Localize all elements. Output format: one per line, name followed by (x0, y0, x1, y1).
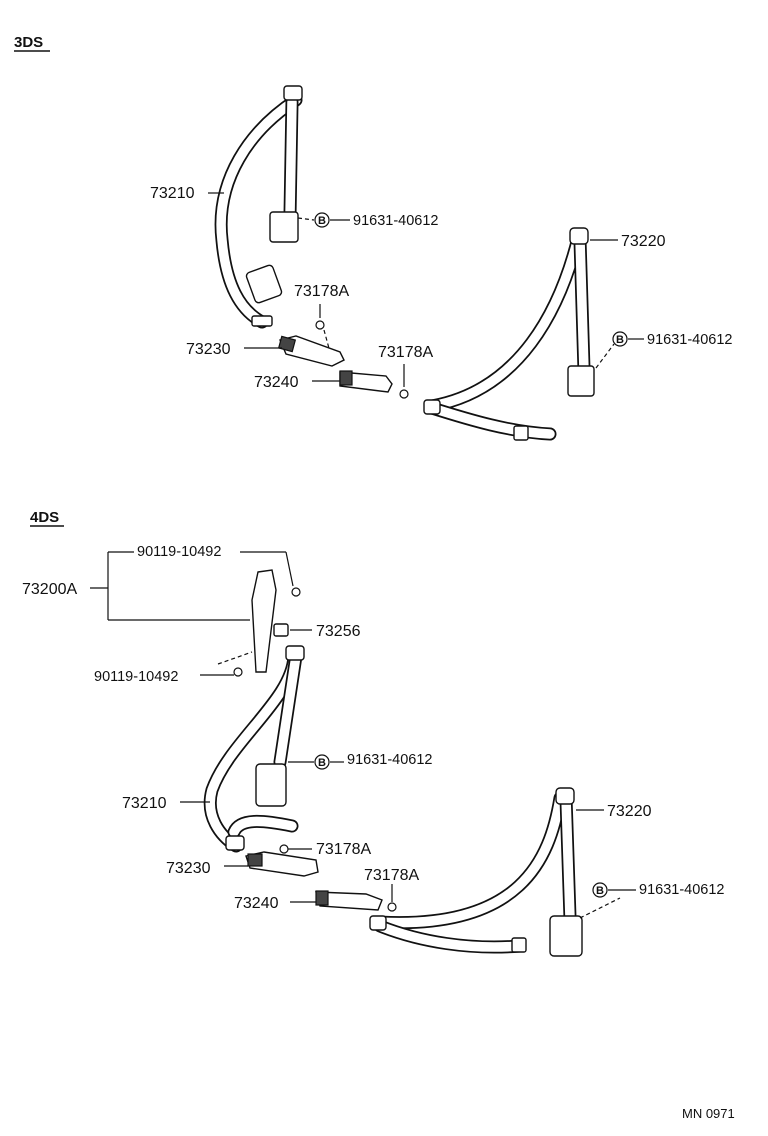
spacer-a-4ds (279, 844, 289, 854)
section-4ds: 4DS 90119-10492 73200A 73256 90119-10492 (22, 509, 724, 957)
cover-73256 (273, 623, 289, 637)
bolt-marker-b (314, 754, 330, 770)
label-buckle-a-4ds: 73230 (166, 860, 211, 877)
label-spacer-a-3ds: 73178A (294, 283, 349, 300)
label-shoulder-belt-4ds: 73210 (122, 795, 167, 812)
spacer-b-4ds (387, 902, 397, 912)
label-shoulder-belt-3ds: 73210 (150, 185, 195, 202)
anchor-right (511, 937, 527, 953)
guide (245, 264, 283, 304)
footer-code: MN 0971 (682, 1106, 735, 1121)
screw-top (291, 587, 301, 597)
retractor (269, 211, 299, 243)
label-buckle-b-3ds: 73240 (254, 374, 299, 391)
screw-bottom (233, 667, 243, 677)
front-shoulder-belt-3ds (214, 85, 303, 329)
anchor-right (513, 425, 529, 441)
label-rear-bolt-4ds: 91631-40612 (639, 882, 724, 898)
label-rear-belt-4ds: 73220 (607, 803, 652, 820)
label-screw-top-4ds: 90119-10492 (137, 544, 221, 560)
rear-bolt-marker-b (612, 331, 628, 347)
anchor-top (569, 227, 589, 245)
section-3ds: 3DS B 91631-40612 73210 73178A 73178A (14, 34, 732, 441)
front-shoulder-belt-4ds (203, 645, 305, 853)
anchor-left (423, 399, 441, 415)
anchor-bottom (251, 315, 273, 327)
label-buckle-a-3ds: 73230 (186, 341, 231, 358)
bolt-marker-letter: B (318, 215, 326, 227)
label-buckle-b-4ds: 73240 (234, 895, 279, 912)
anchor-top (555, 787, 575, 805)
rear-belt-3ds (423, 227, 595, 441)
buckle-73230-4ds (245, 851, 319, 877)
anchor-top (283, 85, 303, 101)
rear-belt-4ds (369, 787, 583, 957)
anchor-bottom (225, 835, 245, 851)
label-spacer-b-3ds: 73178A (378, 344, 433, 361)
spacer-a-3ds (315, 320, 325, 330)
bolt-marker-letter: B (318, 757, 326, 769)
anchor-left (369, 915, 387, 931)
label-rear-belt-3ds: 73220 (621, 233, 666, 250)
label-adjuster-4ds: 73200A (22, 581, 77, 598)
adjuster-bracket-4ds (233, 569, 301, 677)
retractor (549, 915, 583, 957)
label-bolt-3ds: 91631-40612 (353, 213, 438, 229)
spacer-b-3ds (399, 389, 409, 399)
section-title-4ds: 4DS (30, 509, 59, 526)
buckle-73240-3ds (339, 370, 393, 393)
label-screw-bottom-4ds: 90119-10492 (94, 669, 178, 685)
label-rear-bolt-3ds: 91631-40612 (647, 332, 732, 348)
label-spacer-a-4ds: 73178A (316, 841, 371, 858)
label-cover-4ds: 73256 (316, 623, 361, 640)
rear-bolt-marker-letter: B (616, 334, 624, 346)
buckle-73240-4ds (315, 890, 383, 911)
bolt-marker-b (314, 212, 330, 228)
rear-bolt-marker-b (592, 882, 608, 898)
anchor-top (285, 645, 305, 661)
rear-bolt-marker-letter: B (596, 885, 604, 897)
label-spacer-b-4ds: 73178A (364, 867, 419, 884)
section-title-3ds: 3DS (14, 34, 43, 51)
retractor (567, 365, 595, 397)
buckle-73230-3ds (277, 335, 345, 367)
label-bolt-4ds: 91631-40612 (347, 752, 432, 768)
retractor (255, 763, 287, 807)
